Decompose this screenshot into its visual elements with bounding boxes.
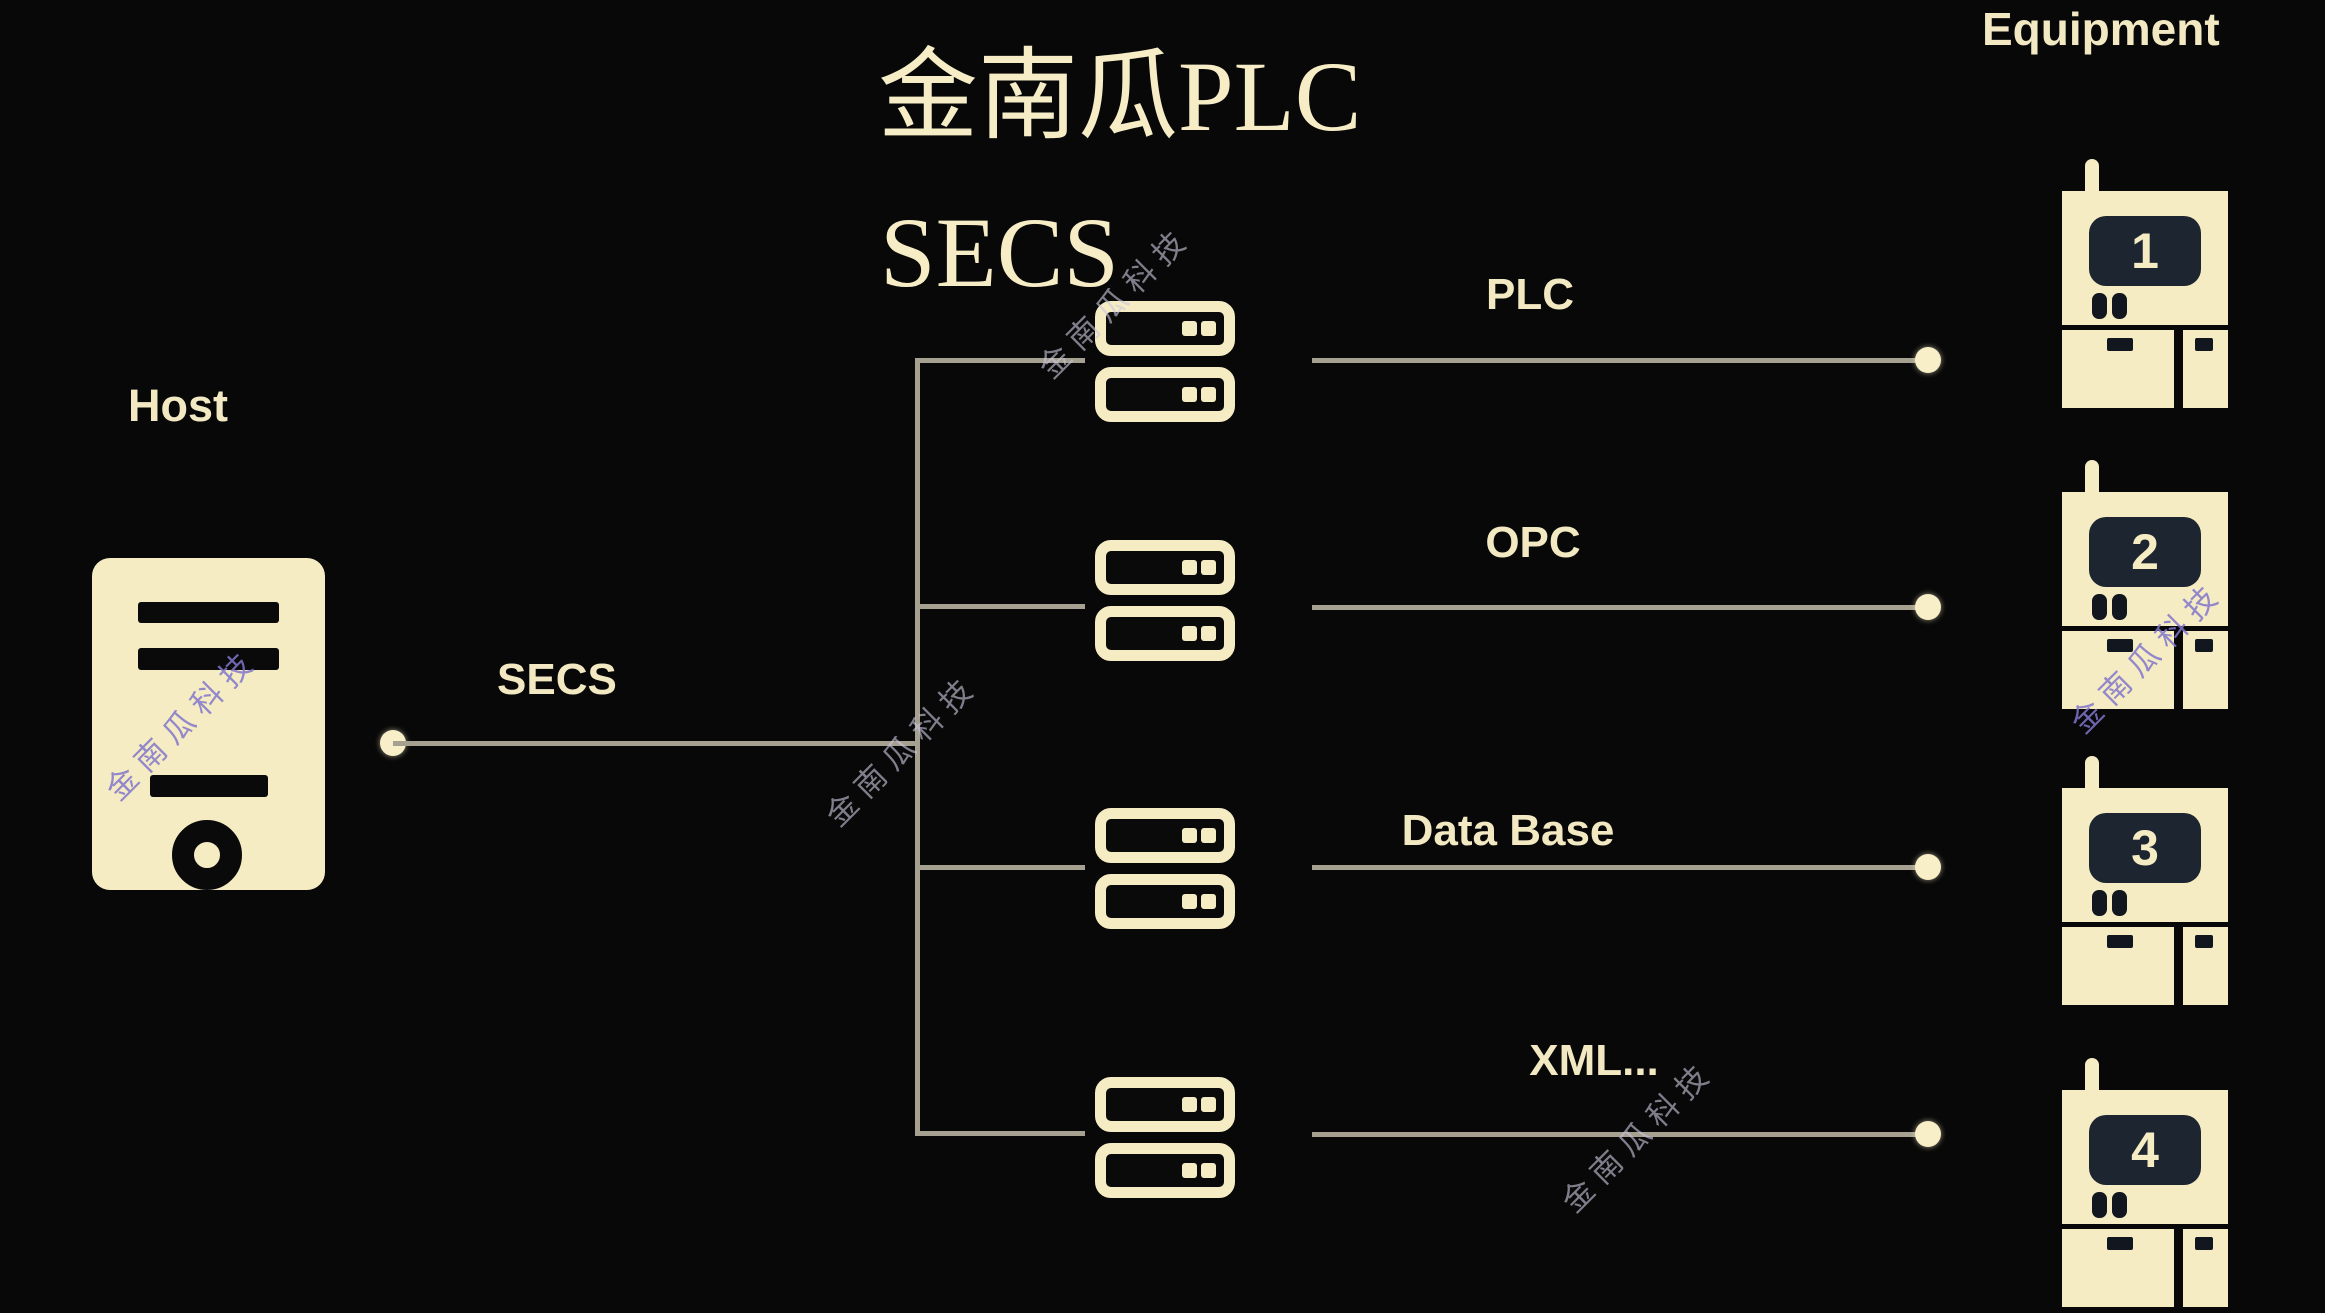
protocol-label-plc: PLC: [1486, 270, 1574, 319]
server-led: [1201, 1096, 1216, 1112]
server-led: [1182, 625, 1197, 641]
dot-connector-equipment-1: [1915, 347, 1941, 373]
server-led: [1201, 320, 1216, 336]
computer-tower-icon: [92, 558, 325, 890]
equipment-screen: 3: [2089, 813, 2201, 883]
server-led: [1182, 320, 1197, 336]
protocol-label-xml: XML...: [1529, 1036, 1659, 1085]
server-unit: [1095, 367, 1235, 422]
equipment-button: [2092, 293, 2107, 319]
branch-line-2: [917, 604, 1085, 609]
server-unit: [1095, 808, 1235, 863]
server-led: [1182, 1096, 1197, 1112]
equipment-button: [2112, 293, 2127, 319]
server-led: [1182, 827, 1197, 843]
equipment-screen: 4: [2089, 1115, 2201, 1185]
equipment-slot: [2195, 1237, 2213, 1250]
server-led: [1201, 625, 1216, 641]
server-led: [1182, 893, 1197, 909]
server-led: [1201, 386, 1216, 402]
equipment-machine-icon-1: 1: [2062, 159, 2228, 409]
protocol-line-opc: [1312, 605, 1929, 610]
dot-connector-equipment-2: [1915, 594, 1941, 620]
equipment-antenna: [2085, 756, 2099, 798]
trunk-line: [915, 358, 920, 1136]
equipment-button: [2092, 594, 2107, 620]
host-label: Host: [128, 380, 228, 431]
server-led: [1182, 386, 1197, 402]
equipment-machine-icon-3: 3: [2062, 756, 2228, 1006]
equipment-slot: [2107, 1237, 2133, 1250]
protocol-line-plc: [1312, 358, 1929, 363]
equipment-slot: [2107, 639, 2133, 652]
protocol-label-opc: OPC: [1485, 518, 1581, 567]
equipment-button: [2092, 1192, 2107, 1218]
diagram-title-line2: SECS: [880, 197, 1120, 308]
equipment-machine-icon-4: 4: [2062, 1058, 2228, 1308]
server-unit: [1095, 1143, 1235, 1198]
server-led: [1201, 893, 1216, 909]
rack-server-icon-2: [1095, 540, 1235, 661]
tower-vent-bar: [138, 648, 279, 670]
equipment-screen: 2: [2089, 517, 2201, 587]
branch-line-1: [917, 358, 1085, 363]
equipment-button: [2112, 1192, 2127, 1218]
dot-connector-equipment-3: [1915, 854, 1941, 880]
server-led: [1201, 1162, 1216, 1178]
server-unit: [1095, 874, 1235, 929]
equipment-button: [2112, 890, 2127, 916]
server-unit: [1095, 1077, 1235, 1132]
watermark-text: 金南瓜科技: [819, 667, 986, 834]
secs-link-line: [393, 741, 917, 746]
tower-power-ring: [172, 820, 242, 890]
secs-link-label: SECS: [497, 655, 617, 704]
rack-server-icon-4: [1095, 1077, 1235, 1198]
equipment-column-header: Equipment: [1982, 3, 2220, 55]
dot-connector-equipment-4: [1915, 1121, 1941, 1147]
tower-vent-bar: [138, 602, 279, 623]
branch-line-4: [917, 1131, 1085, 1136]
equipment-screen: 1: [2089, 216, 2201, 286]
equipment-slot: [2195, 338, 2213, 351]
diagram-title-line1: 金南瓜PLC: [878, 41, 1362, 152]
server-unit: [1095, 606, 1235, 661]
equipment-slot: [2107, 935, 2133, 948]
equipment-slot: [2195, 935, 2213, 948]
server-led: [1182, 1162, 1197, 1178]
equipment-number: 4: [2131, 1122, 2159, 1178]
equipment-button: [2092, 890, 2107, 916]
equipment-antenna: [2085, 159, 2099, 201]
equipment-button: [2112, 594, 2127, 620]
tower-drive-bar: [150, 775, 268, 797]
server-led: [1201, 559, 1216, 575]
equipment-number: 1: [2131, 223, 2159, 279]
equipment-number: 3: [2131, 820, 2159, 876]
branch-line-3: [917, 865, 1085, 870]
protocol-label-database: Data Base: [1401, 806, 1615, 855]
equipment-slot: [2107, 338, 2133, 351]
server-unit: [1095, 540, 1235, 595]
server-led: [1182, 559, 1197, 575]
equipment-slot: [2195, 639, 2213, 652]
server-unit: [1095, 301, 1235, 356]
equipment-antenna: [2085, 1058, 2099, 1100]
rack-server-icon-3: [1095, 808, 1235, 929]
equipment-number: 2: [2131, 524, 2159, 580]
protocol-line-database: [1312, 865, 1929, 870]
server-led: [1201, 827, 1216, 843]
equipment-machine-icon-2: 2: [2062, 460, 2228, 710]
rack-server-icon-1: [1095, 301, 1235, 422]
protocol-line-xml: [1312, 1132, 1929, 1137]
equipment-antenna: [2085, 460, 2099, 502]
